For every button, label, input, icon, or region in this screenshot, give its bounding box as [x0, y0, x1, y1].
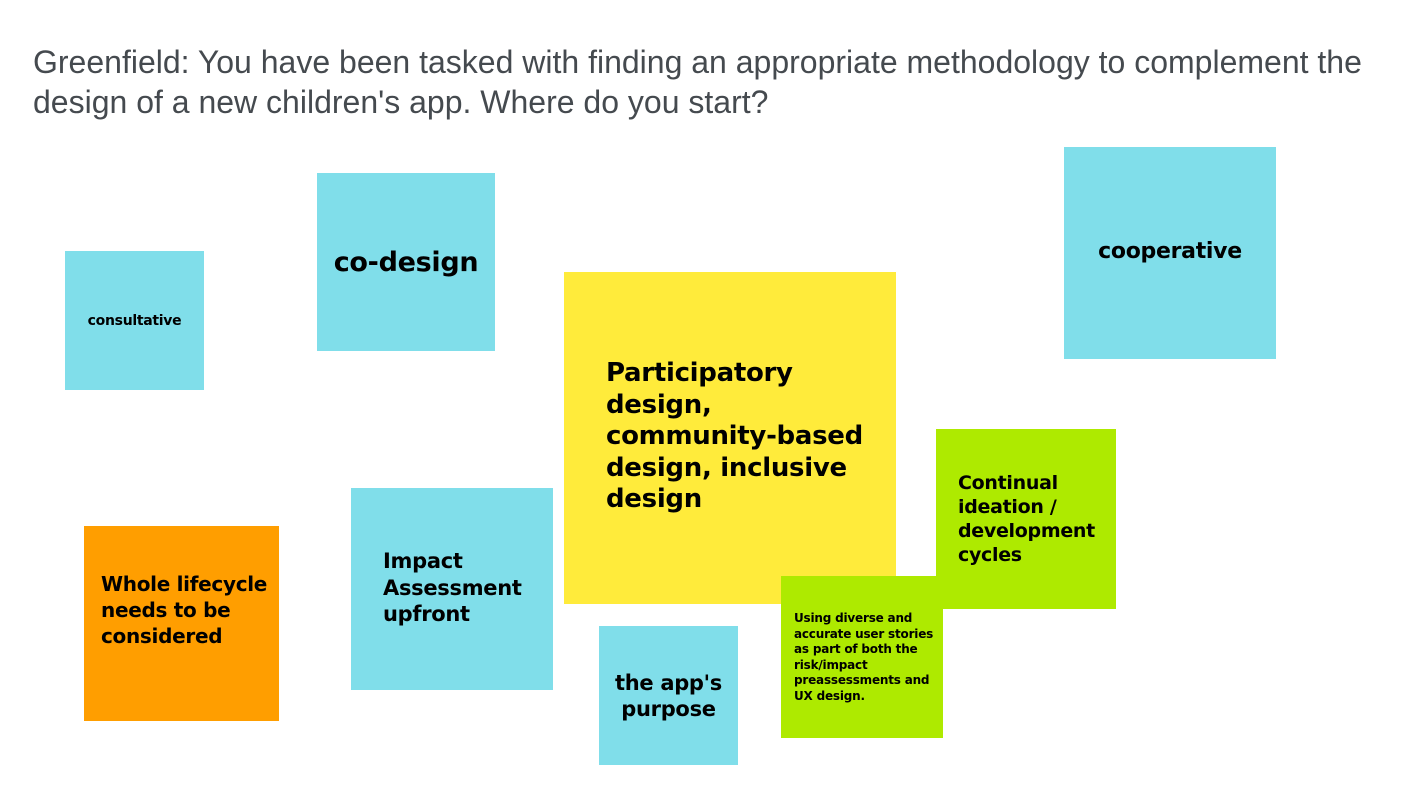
sticky-note-text: Continual ideation / development cycles [958, 472, 1095, 566]
sticky-note-text: cooperative [1098, 239, 1242, 264]
sticky-note-text: consultative [87, 312, 182, 329]
sticky-note-text: Whole lifecycle needs to be considered [101, 572, 268, 648]
sticky-note-text: Using diverse and accurate user stories … [794, 611, 934, 703]
sticky-note-whole-lifecycle[interactable]: Whole lifecycle needs to be considered [84, 526, 279, 721]
sticky-note-consultative[interactable]: consultative [65, 251, 204, 390]
sticky-note-continual-ideation[interactable]: Continual ideation / development cycles [936, 429, 1116, 609]
sticky-note-text: Impact Assessment upfront [383, 549, 522, 626]
sticky-note-impact-assessment[interactable]: Impact Assessment upfront [351, 488, 553, 690]
sticky-note-user-stories[interactable]: Using diverse and accurate user stories … [781, 576, 943, 738]
sticky-note-text: Participatory design, community-based de… [606, 358, 863, 514]
sticky-note-text: co-design [333, 246, 479, 278]
sticky-note-cooperative[interactable]: cooperative [1064, 147, 1276, 359]
sticky-note-co-design[interactable]: co-design [317, 173, 495, 351]
prompt-title: Greenfield: You have been tasked with fi… [33, 44, 1362, 120]
sticky-note-app-purpose[interactable]: the app's purpose [599, 626, 738, 765]
sticky-note-participatory-design[interactable]: Participatory design, community-based de… [564, 272, 896, 604]
sticky-note-text: the app's purpose [614, 670, 722, 721]
